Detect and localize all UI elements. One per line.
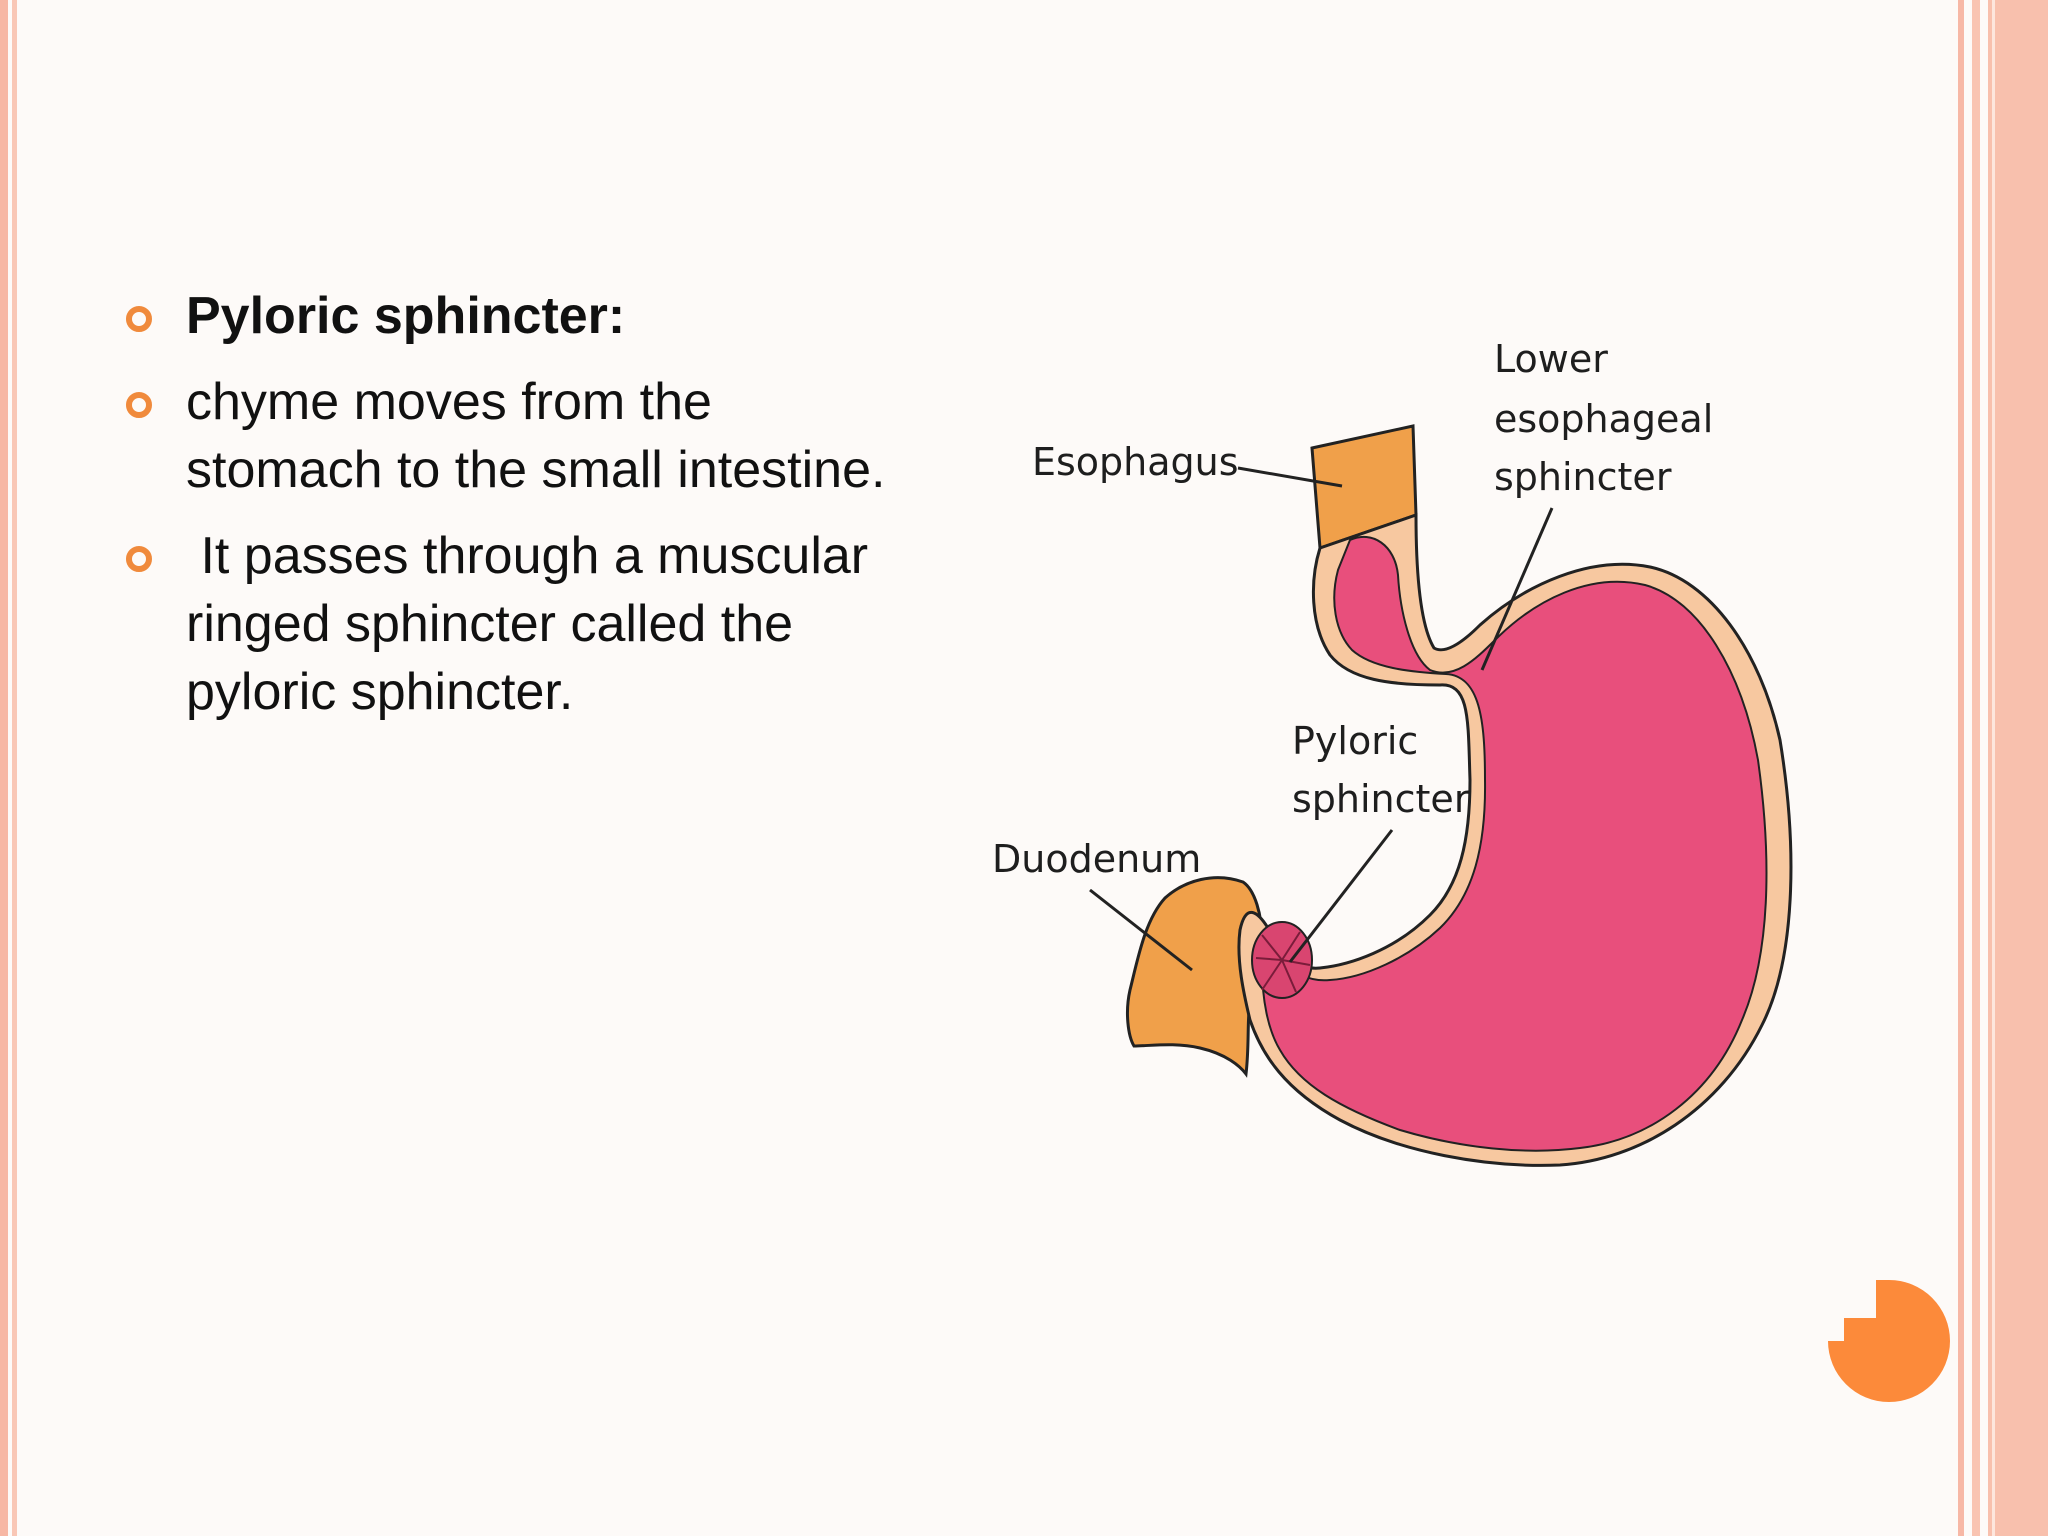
left-decorative-border bbox=[0, 0, 24, 1536]
les-label-line3: sphincter bbox=[1494, 455, 1672, 499]
stomach-lining bbox=[1260, 535, 1768, 1152]
pyloric-label-line1: Pyloric bbox=[1292, 719, 1418, 763]
bullet-item: Pyloric sphincter: bbox=[120, 282, 920, 350]
pyloric-sphincter-ring bbox=[1251, 921, 1313, 999]
esophagus-leader-line bbox=[1237, 466, 1343, 488]
slide-corner-badge bbox=[1828, 1280, 1950, 1402]
bullet-item: It passes through a muscular ringed sphi… bbox=[120, 522, 920, 726]
les-label-line1: Lower bbox=[1494, 337, 1608, 381]
bullet-list: Pyloric sphincter: chyme moves from the … bbox=[120, 282, 920, 744]
bullet-ring-icon bbox=[126, 306, 152, 332]
les-leader-line bbox=[1480, 507, 1554, 671]
bullet-text: Pyloric sphincter: bbox=[186, 287, 626, 345]
bullet-text: chyme moves from the stomach to the smal… bbox=[186, 373, 886, 499]
les-label-line2: esophageal bbox=[1494, 397, 1713, 441]
bullet-ring-icon bbox=[126, 392, 152, 418]
esophagus-label: Esophagus bbox=[1032, 440, 1239, 484]
stomach-diagram: Esophagus Lower esophageal sphincter Pyl… bbox=[992, 337, 1793, 1167]
pyloric-label-line2: sphincter bbox=[1292, 777, 1470, 821]
duodenum-leader-line bbox=[1089, 888, 1193, 972]
pyloric-leader-line bbox=[1288, 829, 1394, 963]
right-decorative-border bbox=[1958, 0, 2048, 1536]
bullet-item: chyme moves from the stomach to the smal… bbox=[120, 368, 920, 504]
duodenum-label: Duodenum bbox=[992, 837, 1201, 881]
bullet-ring-icon bbox=[126, 546, 152, 572]
bullet-text: It passes through a muscular ringed sphi… bbox=[186, 527, 883, 721]
